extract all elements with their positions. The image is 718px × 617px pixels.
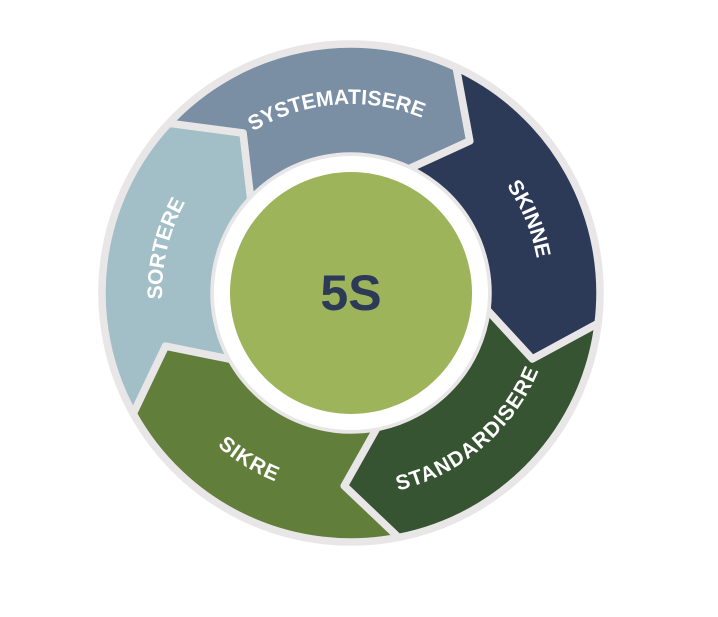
center-label: 5S [320,265,381,321]
center-circle [230,172,472,414]
cycle-segments [98,40,604,546]
